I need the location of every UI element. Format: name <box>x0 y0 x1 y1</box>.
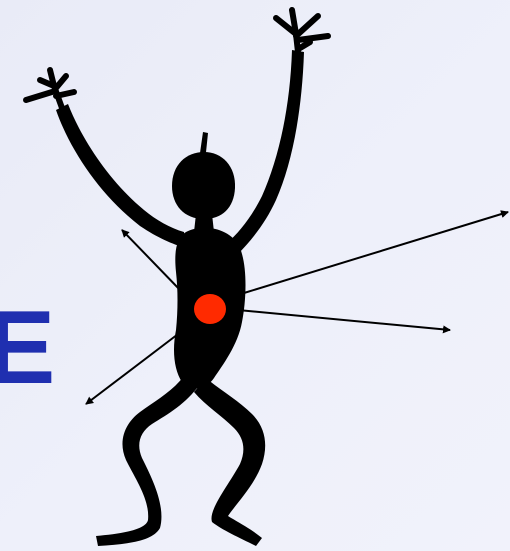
stick-figure <box>26 10 328 546</box>
force-vectors <box>86 212 508 404</box>
figure-left-leg <box>96 370 200 546</box>
figure-head <box>172 152 235 219</box>
force-vector-upper-right <box>244 212 508 293</box>
figure-right-arm <box>226 50 304 256</box>
force-vector-right <box>238 310 450 330</box>
center-of-mass-dot <box>194 294 226 324</box>
figure-right-hand <box>276 10 328 52</box>
figure-left-hand <box>26 70 74 108</box>
figure-right-leg <box>194 378 265 546</box>
figure-left-arm <box>56 104 186 248</box>
